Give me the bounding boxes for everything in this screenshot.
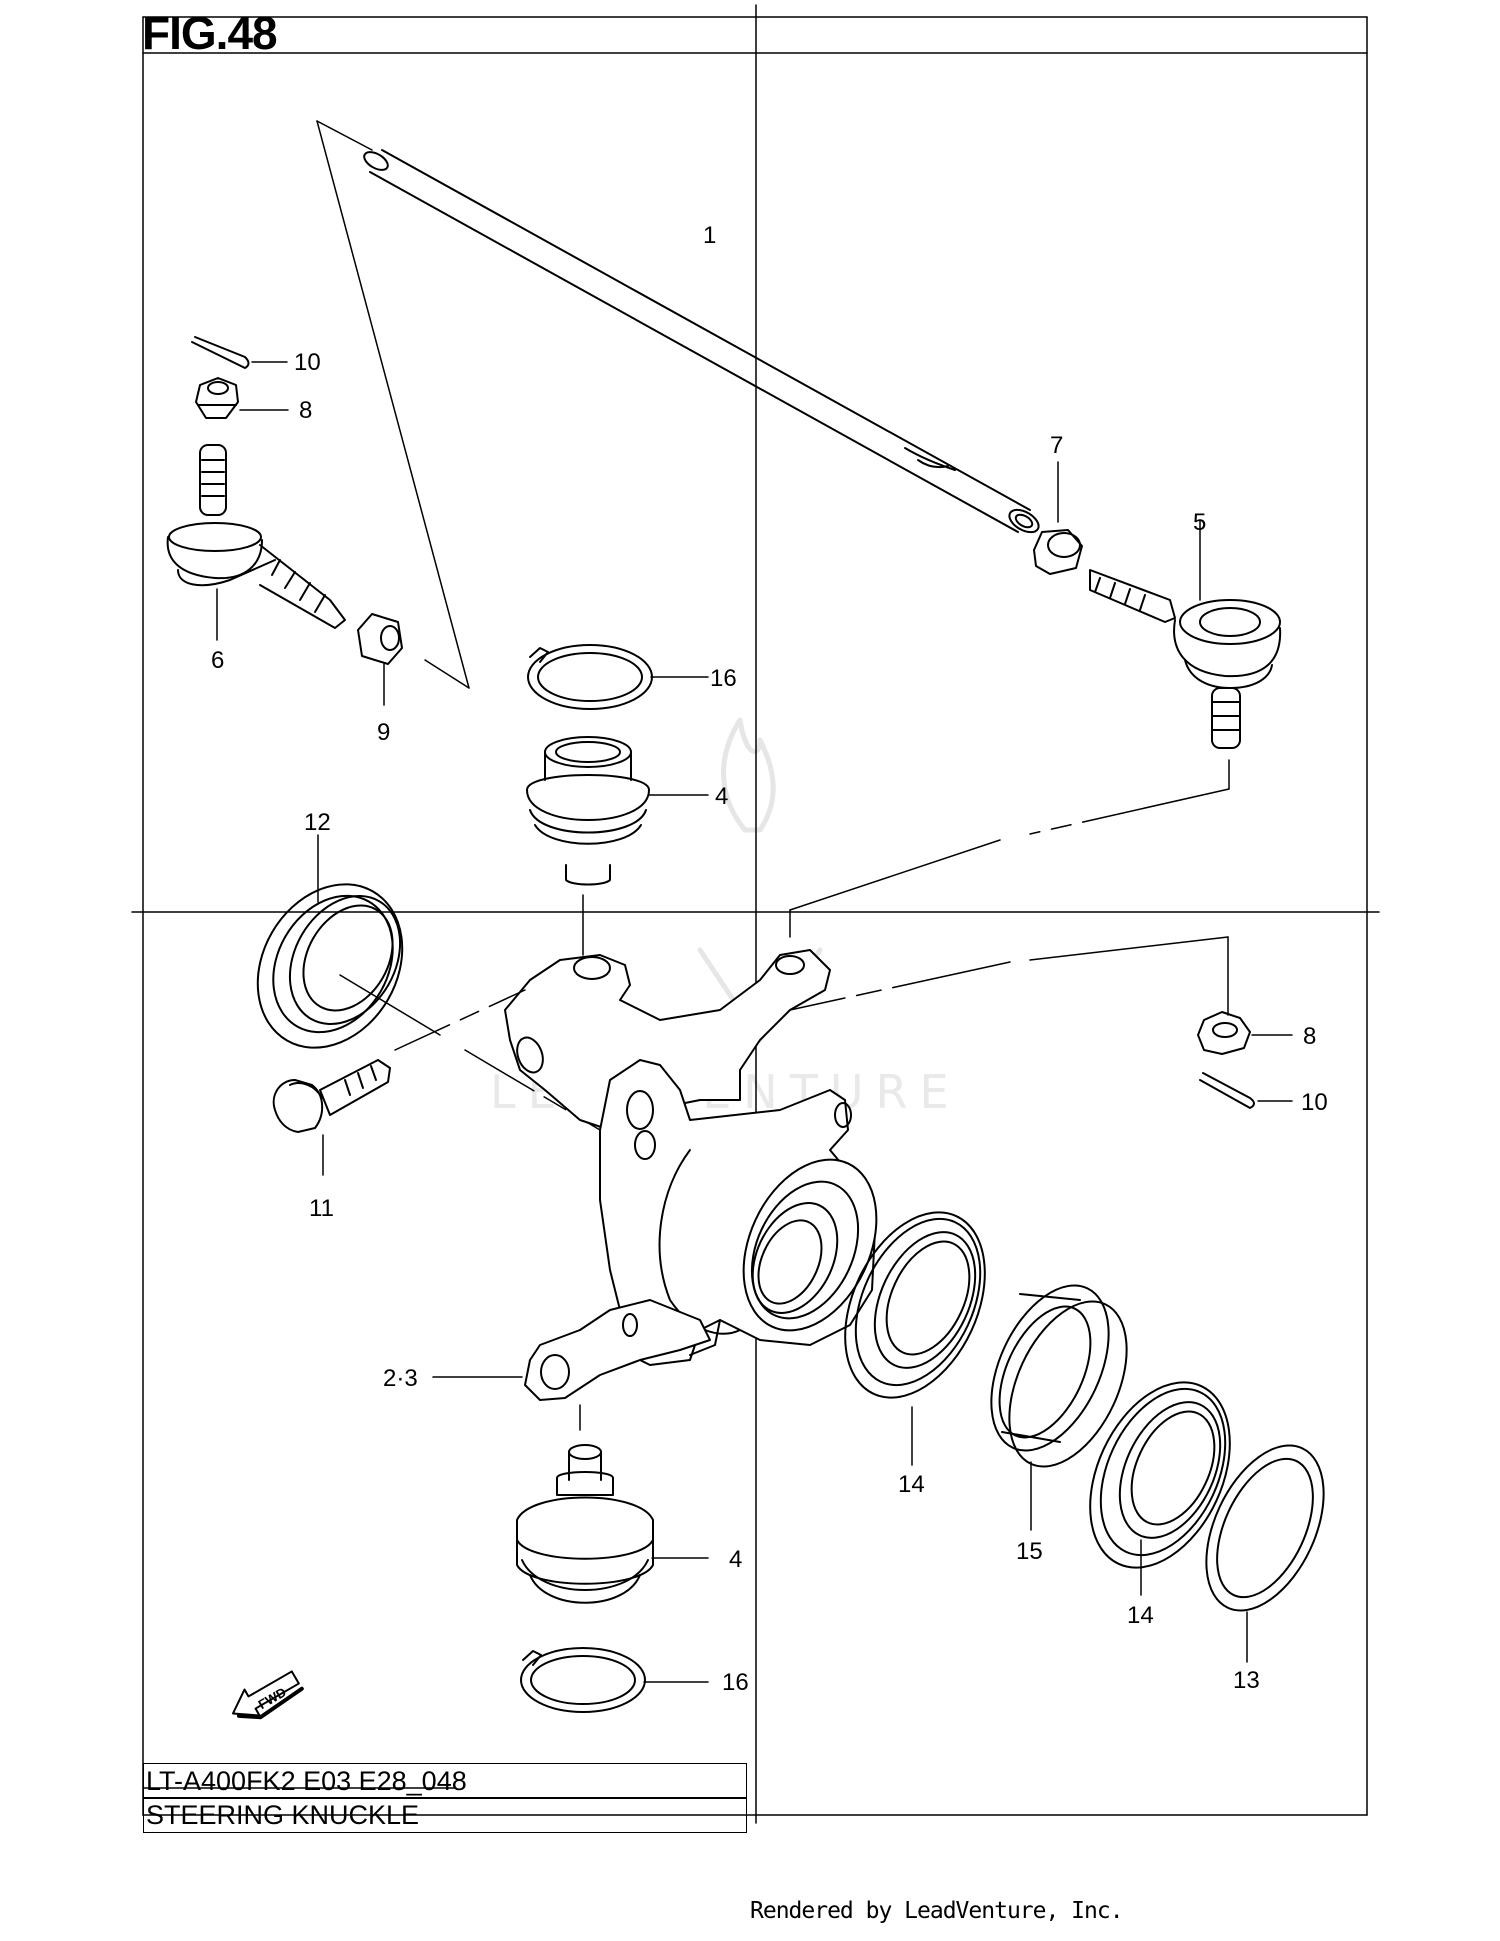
callout-16-upper: 16 bbox=[710, 665, 737, 692]
callout-6: 6 bbox=[211, 647, 224, 674]
callout-15: 15 bbox=[1016, 1538, 1043, 1565]
callout-10-right: 10 bbox=[1301, 1089, 1328, 1116]
seal-12-part bbox=[229, 835, 431, 1074]
callout-13: 13 bbox=[1233, 1667, 1260, 1694]
circlip-16-lower-part bbox=[521, 1648, 708, 1712]
seal-13-part bbox=[1182, 1427, 1347, 1662]
callout-8-right: 8 bbox=[1303, 1023, 1316, 1050]
callout-1: 1 bbox=[703, 222, 716, 249]
nut-9-part bbox=[358, 614, 402, 705]
callout-9: 9 bbox=[377, 719, 390, 746]
steering-knuckle-part bbox=[433, 950, 902, 1400]
nut-8-right-part bbox=[1198, 1012, 1292, 1054]
callout-14-left: 14 bbox=[898, 1471, 925, 1498]
callout-7: 7 bbox=[1050, 432, 1063, 459]
callout-12: 12 bbox=[304, 809, 331, 836]
assembly-line-right-upper bbox=[790, 760, 1229, 937]
cotter-pin-right-part bbox=[1200, 1073, 1292, 1108]
circlip-16-upper-part bbox=[528, 645, 708, 709]
assembly-line-bolt bbox=[395, 990, 525, 1050]
callout-4-upper: 4 bbox=[715, 783, 728, 810]
bearing-14-right-part bbox=[1062, 1360, 1257, 1595]
fwd-arrow-icon bbox=[225, 1665, 303, 1729]
spacer-15-part bbox=[967, 1267, 1150, 1530]
callout-10-left: 10 bbox=[294, 349, 321, 376]
callout-16-lower: 16 bbox=[722, 1669, 749, 1696]
tie-rod-part bbox=[361, 148, 1042, 536]
model-code-box: LT-A400FK2 E03 E28_048 bbox=[143, 1763, 747, 1799]
rendered-by-credit: Rendered by LeadVenture, Inc. bbox=[750, 1898, 1124, 1924]
section-name: STEERING KNUCKLE bbox=[146, 1800, 420, 1830]
cotter-pin-left-part bbox=[192, 337, 287, 368]
ball-joint-lower-part bbox=[517, 1445, 708, 1603]
callout-11: 11 bbox=[309, 1195, 334, 1222]
callout-4-lower: 4 bbox=[729, 1546, 742, 1573]
bearing-14-left-part bbox=[817, 1190, 1012, 1465]
model-code: LT-A400FK2 E03 E28_048 bbox=[146, 1766, 467, 1796]
assembly-line-left bbox=[317, 121, 469, 688]
section-name-box: STEERING KNUCKLE bbox=[143, 1797, 747, 1833]
callout-8-left: 8 bbox=[299, 397, 312, 424]
nut-7-part bbox=[1034, 462, 1082, 574]
tie-rod-end-right-part bbox=[1090, 520, 1280, 748]
callout-14-right: 14 bbox=[1127, 1602, 1154, 1629]
ball-joint-upper-part bbox=[527, 737, 708, 885]
assembly-line-right-lower bbox=[790, 937, 1228, 1015]
callout-5: 5 bbox=[1193, 509, 1206, 536]
callout-2-3: 2·3 bbox=[383, 1365, 418, 1392]
tie-rod-end-left-part bbox=[168, 445, 345, 640]
diagram-frame bbox=[132, 5, 1379, 1823]
nut-8-left-part bbox=[196, 378, 288, 418]
bolt-11-part bbox=[274, 1060, 390, 1175]
